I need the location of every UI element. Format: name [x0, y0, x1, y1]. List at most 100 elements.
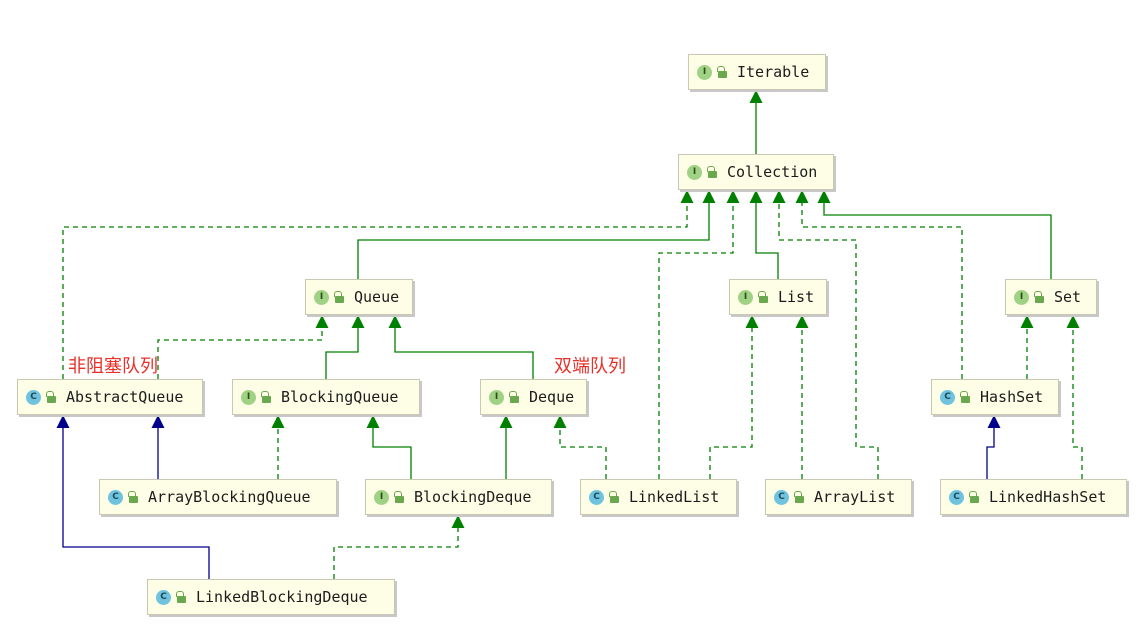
node-linkedlist[interactable]: C LinkedList	[580, 479, 737, 515]
node-iterable[interactable]: I Iterable	[688, 54, 826, 90]
arrowhead-queue-to-collection	[702, 190, 716, 203]
arrowhead-linkedblockingdeque-to-blockingdeque	[451, 515, 465, 528]
node-blockingqueue[interactable]: I BlockingQueue	[232, 379, 420, 415]
interface-icon: I	[697, 64, 712, 80]
edge-linkedlist-to-collection	[658, 203, 734, 479]
arrowhead-linkedlist-to-list	[745, 315, 759, 328]
node-label: ArrayBlockingQueue	[148, 488, 311, 506]
node-arraylist[interactable]: C ArrayList	[765, 479, 912, 515]
node-abstractqueue[interactable]: C AbstractQueue	[17, 379, 203, 415]
public-lock-icon	[175, 590, 186, 604]
interface-icon: I	[687, 164, 702, 180]
edge-linkedlist-to-list	[709, 328, 753, 479]
arrowhead-arrayblockingqueue-to-blockingqueue	[271, 415, 285, 428]
interface-icon: I	[241, 389, 256, 405]
public-lock-icon	[45, 390, 56, 404]
public-lock-icon	[793, 490, 804, 504]
interface-icon: I	[738, 289, 753, 305]
class-icon: C	[589, 489, 604, 505]
interface-icon: I	[489, 389, 504, 405]
node-label: Collection	[727, 163, 818, 181]
edge-set-to-collection	[823, 203, 1052, 279]
node-label: LinkedHashSet	[989, 488, 1107, 506]
arrowhead-arraylist-to-list	[795, 315, 809, 328]
public-lock-icon	[333, 290, 344, 304]
public-lock-icon	[757, 290, 768, 304]
class-icon: C	[940, 389, 955, 405]
note-double-ended: 双端队列	[554, 356, 626, 377]
edge-blockingdeque-to-blockingqueue	[372, 428, 412, 479]
node-label: LinkedList	[629, 488, 720, 506]
public-lock-icon	[608, 490, 619, 504]
class-icon: C	[156, 589, 171, 605]
node-set[interactable]: I Set	[1005, 279, 1097, 315]
arrowhead-collection-to-iterable	[749, 90, 763, 103]
public-lock-icon	[393, 490, 404, 504]
public-lock-icon	[1033, 290, 1044, 304]
edge-arraylist-to-collection	[778, 203, 879, 479]
node-label: ArrayList	[814, 488, 896, 506]
arrowhead-linkedhashset-to-set	[1066, 315, 1080, 328]
arrowhead-set-to-collection	[817, 190, 831, 203]
node-queue[interactable]: I Queue	[305, 279, 413, 315]
edge-linkedlist-to-deque	[559, 428, 607, 479]
public-lock-icon	[127, 490, 138, 504]
arrowhead-linkedlist-to-collection	[726, 190, 740, 203]
arrowhead-arrayblockingqueue-to-abstractqueue	[151, 415, 165, 428]
interface-icon: I	[1014, 289, 1029, 305]
node-linkedblockingdeque[interactable]: C LinkedBlockingDeque	[147, 579, 395, 615]
node-label: AbstractQueue	[66, 388, 184, 406]
edge-abstractqueue-to-queue	[157, 328, 323, 379]
arrowhead-abstractqueue-to-queue	[315, 315, 329, 328]
arrowhead-blockingdeque-to-blockingqueue	[366, 415, 380, 428]
edge-queue-to-collection	[357, 203, 710, 279]
node-label: Iterable	[737, 63, 810, 81]
edge-linkedhashset-to-set	[1072, 328, 1083, 479]
edge-deque-to-queue	[394, 328, 534, 379]
arrowhead-deque-to-queue	[388, 315, 402, 328]
node-label: BlockingDeque	[414, 488, 532, 506]
public-lock-icon	[968, 490, 979, 504]
edge-linkedblockingdeque-to-blockingdeque	[333, 528, 459, 579]
public-lock-icon	[706, 165, 717, 179]
arrowhead-hashset-to-collection	[795, 190, 809, 203]
arrowhead-hashset-to-set	[1020, 315, 1034, 328]
node-blockingdeque[interactable]: I BlockingDeque	[365, 479, 552, 515]
node-label: Deque	[529, 388, 575, 406]
node-hashset[interactable]: C HashSet	[931, 379, 1059, 415]
note-non-blocking: 非阻塞队列	[68, 356, 158, 377]
node-label: List	[778, 288, 815, 306]
edge-hashset-to-collection	[801, 203, 963, 379]
class-icon: C	[108, 489, 123, 505]
node-label: Queue	[354, 288, 400, 306]
edge-list-to-collection	[755, 203, 779, 279]
node-label: BlockingQueue	[281, 388, 399, 406]
node-label: HashSet	[980, 388, 1044, 406]
node-label: LinkedBlockingDeque	[196, 588, 368, 606]
arrowhead-linkedblockingdeque-to-abstractqueue	[56, 415, 70, 428]
node-deque[interactable]: I Deque	[480, 379, 587, 415]
arrowhead-list-to-collection	[749, 190, 763, 203]
class-icon: C	[774, 489, 789, 505]
arrowhead-arraylist-to-collection	[772, 190, 786, 203]
edge-abstractqueue-to-collection	[62, 203, 688, 379]
public-lock-icon	[508, 390, 519, 404]
class-icon: C	[949, 489, 964, 505]
arrowhead-linkedlist-to-deque	[553, 415, 567, 428]
edge-linkedblockingdeque-to-abstractqueue	[62, 428, 210, 579]
node-arrayblockingqueue[interactable]: C ArrayBlockingQueue	[99, 479, 337, 515]
arrowhead-blockingqueue-to-queue	[351, 315, 365, 328]
node-list[interactable]: I List	[729, 279, 827, 315]
interface-icon: I	[314, 289, 329, 305]
node-label: Set	[1054, 288, 1082, 306]
arrowhead-abstractqueue-to-collection	[680, 190, 694, 203]
node-linkedhashset[interactable]: C LinkedHashSet	[940, 479, 1127, 515]
interface-icon: I	[374, 489, 389, 505]
public-lock-icon	[716, 65, 727, 79]
class-icon: C	[26, 389, 41, 405]
node-collection[interactable]: I Collection	[678, 154, 834, 190]
public-lock-icon	[260, 390, 271, 404]
arrowhead-linkedhashset-to-hashset	[987, 415, 1001, 428]
